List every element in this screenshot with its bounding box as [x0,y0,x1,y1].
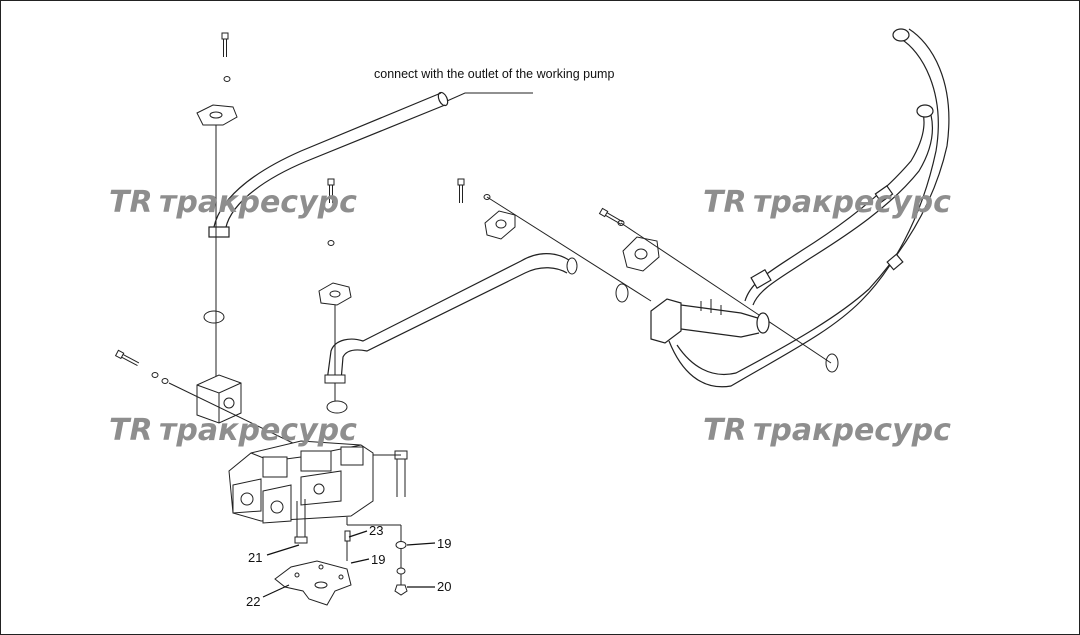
mounting-plate [274,560,352,606]
watermark-logo: TR [703,185,747,220]
callout-19-upper: 19 [371,552,385,567]
watermark-text: тракресурс [753,185,951,220]
callout-22: 22 [246,594,260,609]
watermark-logo: TR [109,413,153,448]
annotation-leader [446,92,533,102]
callout-23: 23 [369,523,383,538]
right-hose-assembly [650,28,950,388]
watermark-top-left: TR тракресурс [109,185,357,220]
watermark-top-right: TR тракресурс [703,185,951,220]
annotation-text: connect with the outlet of the working p… [374,67,614,81]
watermark-text: тракресурс [159,413,357,448]
watermark-logo: TR [703,413,747,448]
watermark-logo: TR [109,185,153,220]
callout-leaders [262,530,436,598]
callout-19-right: 19 [437,536,451,551]
middle-pipe-assembly [318,178,578,414]
watermark-text: тракресурс [159,185,357,220]
watermark-text: тракресурс [753,413,951,448]
watermark-bottom-right: TR тракресурс [703,413,951,448]
watermark-bottom-left: TR тракресурс [109,413,357,448]
left-flange-assembly [196,32,238,381]
valve-assembly [115,349,408,596]
callout-20: 20 [437,579,451,594]
callout-21: 21 [248,550,262,565]
